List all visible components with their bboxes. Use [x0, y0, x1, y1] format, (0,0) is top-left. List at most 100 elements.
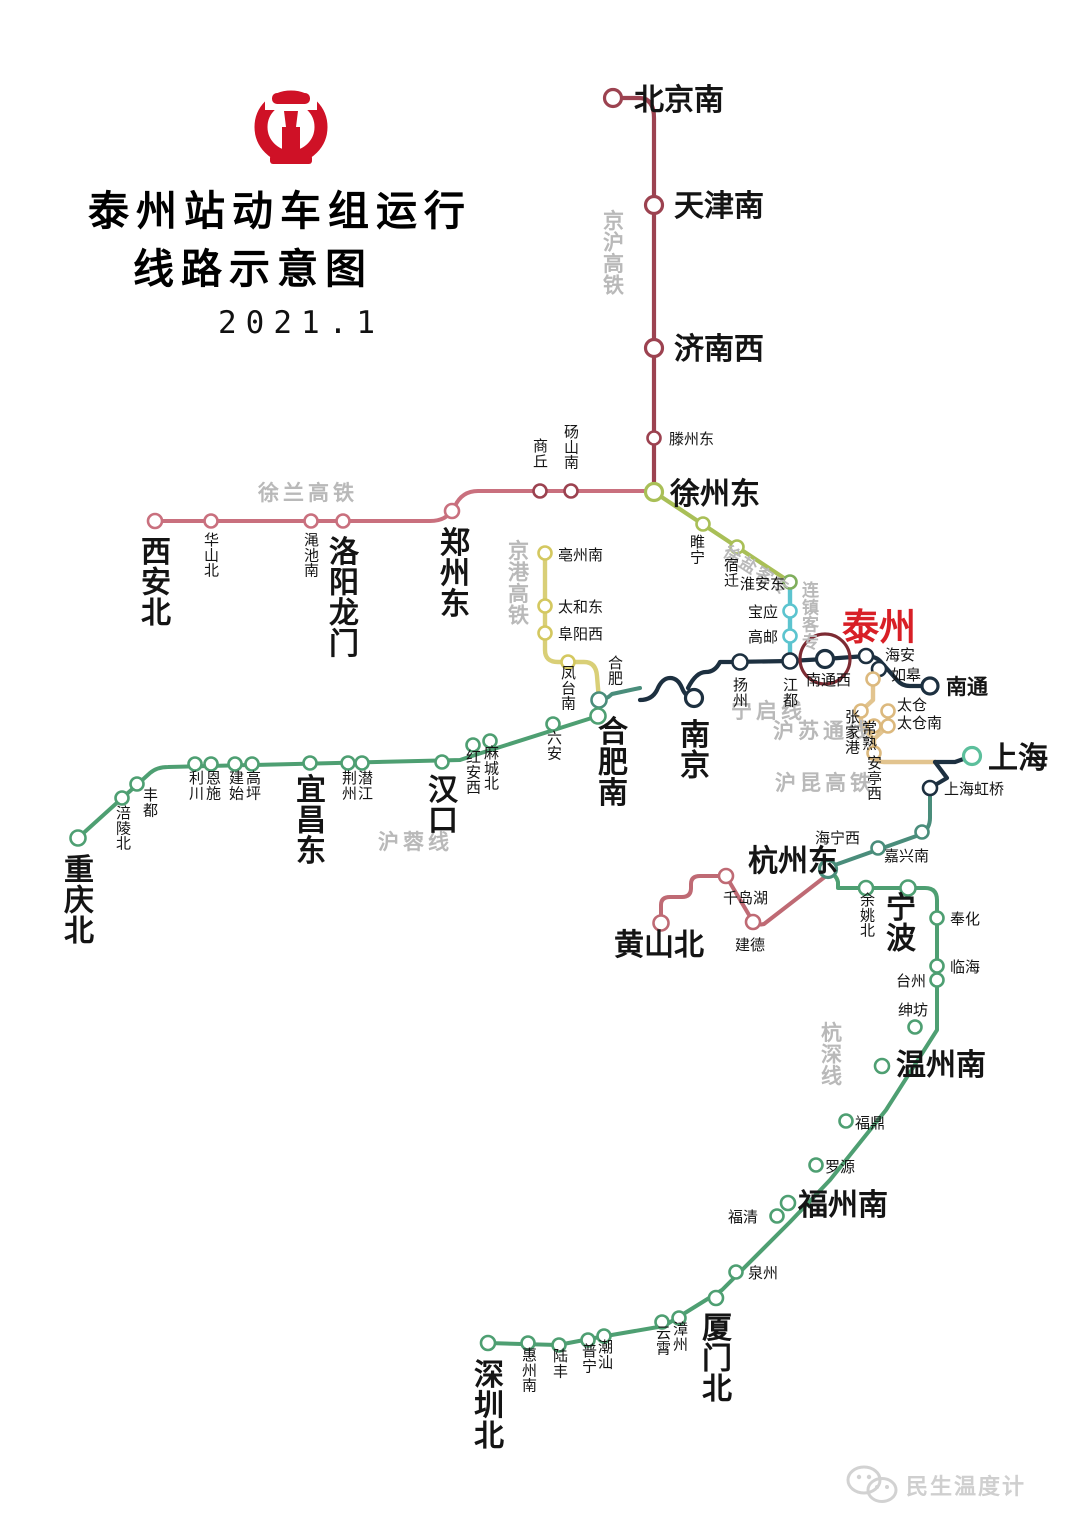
node-haian[interactable]	[857, 647, 875, 665]
node-jinanxi[interactable]	[643, 337, 665, 359]
node-taihedong[interactable]	[537, 598, 553, 614]
label-dangshannan: 砀山南	[564, 423, 579, 472]
node-luoyanglongmen[interactable]	[335, 513, 351, 529]
linename-husutong: 沪苏通线	[773, 719, 873, 743]
label-luoyanglongmen: 洛阳龙门	[329, 535, 360, 662]
node-jiangdu[interactable]	[781, 652, 799, 670]
linename-jinggang: 京港高铁	[508, 539, 533, 627]
node-huangshanbei[interactable]	[652, 914, 670, 932]
node-hankou[interactable]	[434, 754, 450, 770]
label-huangshanbei: 黄山北	[614, 928, 704, 963]
label-fulingbei: 涪陵北	[116, 804, 131, 853]
node-fuyangxi[interactable]	[537, 625, 553, 641]
node-fengtainan[interactable]	[560, 654, 576, 670]
node-fuding[interactable]	[838, 1113, 854, 1129]
node-fengdu[interactable]	[129, 776, 145, 792]
node-honganxi[interactable]	[465, 737, 481, 753]
node-ningbo[interactable]	[899, 879, 917, 897]
node-puning[interactable]	[580, 1332, 596, 1348]
node-shanghai[interactable]	[961, 745, 983, 767]
node-chaoshan[interactable]	[596, 1328, 612, 1344]
linename-lianzhen: 连镇客专	[801, 580, 821, 653]
node-fulingbei[interactable]	[114, 790, 130, 806]
node-shenzhenbei[interactable]	[479, 1334, 497, 1352]
node-bozhounan[interactable]	[537, 545, 553, 561]
node-hefei[interactable]	[590, 691, 608, 709]
node-xuzhoudong[interactable]	[643, 481, 665, 503]
node-nantongxi[interactable]	[865, 671, 881, 687]
node-hangzhoudong[interactable]	[817, 858, 839, 880]
node-jianshi[interactable]	[227, 756, 243, 772]
node-luan[interactable]	[545, 716, 561, 732]
node-fuqing[interactable]	[769, 1208, 785, 1224]
label-jiangdu: 江都	[783, 676, 798, 709]
node-machengbei[interactable]	[482, 733, 498, 749]
label-yichangdong: 宜昌东	[296, 773, 326, 869]
node-wenzhounan[interactable]	[873, 1057, 891, 1075]
label-jianshi: 建始	[229, 769, 244, 802]
page-title-line1: 泰州站动车组运行	[88, 187, 472, 235]
node-yangzhou[interactable]	[731, 653, 749, 671]
node-jingzhou[interactable]	[340, 755, 356, 771]
node-huizhounan[interactable]	[520, 1335, 536, 1351]
node-huaiandong[interactable]	[782, 574, 798, 590]
node-hefeinan[interactable]	[589, 707, 607, 725]
node-lufeng[interactable]	[551, 1337, 567, 1353]
node-fuzhounan[interactable]	[779, 1194, 797, 1212]
watermark: 民生温度计	[846, 1465, 1024, 1503]
node-zhangzhou[interactable]	[671, 1310, 687, 1326]
wechat-icon	[846, 1465, 898, 1503]
node-nanjing[interactable]	[683, 687, 705, 709]
label-fuqing: 福清	[728, 1208, 758, 1226]
node-beijingnan[interactable]	[602, 87, 624, 109]
label-yangzhou: 扬州	[733, 676, 748, 709]
label-qiandaohu: 千岛湖	[723, 889, 768, 907]
node-gaoyou[interactable]	[782, 628, 798, 644]
node-zhengzhoudong[interactable]	[443, 502, 461, 520]
label-gaoyou: 高邮	[748, 628, 778, 646]
node-quanzhou[interactable]	[728, 1264, 744, 1280]
node-jiande[interactable]	[744, 913, 762, 931]
node-linhai[interactable]	[929, 958, 945, 974]
node-shanghaihongqiao[interactable]	[921, 779, 939, 797]
node-yunxiao[interactable]	[654, 1314, 670, 1330]
node-shangqiu[interactable]	[532, 483, 548, 499]
node-mianchinan[interactable]	[303, 513, 319, 529]
node-fenghua[interactable]	[929, 910, 945, 926]
node-baoying[interactable]	[782, 603, 798, 619]
label-jiaxingnan: 嘉兴南	[884, 847, 929, 865]
node-chongqingbei[interactable]	[69, 829, 87, 847]
node-taizhou[interactable]	[814, 648, 836, 670]
node-qiandaohu[interactable]	[717, 867, 735, 885]
node-nantong[interactable]	[920, 676, 940, 696]
node-taicang[interactable]	[880, 703, 896, 719]
label-lichuan: 利川	[189, 769, 204, 802]
node-enshi[interactable]	[203, 756, 219, 772]
linename-hangshen: 杭深线	[821, 1021, 846, 1088]
label-rugao: 如皋	[891, 666, 921, 684]
node-gaoping[interactable]	[244, 756, 260, 772]
node-suqian[interactable]	[729, 539, 745, 555]
node-xiamenbei[interactable]	[707, 1289, 725, 1307]
node-yichangdong[interactable]	[302, 755, 318, 771]
node-taicangnan[interactable]	[880, 718, 896, 734]
node-suining[interactable]	[695, 516, 711, 532]
node-jiaxingnan[interactable]	[914, 824, 930, 840]
node-qianjiang[interactable]	[354, 755, 370, 771]
node-yuyaobei[interactable]	[857, 879, 875, 897]
node-zhangjiagang[interactable]	[853, 703, 869, 719]
node-lichuan[interactable]	[187, 756, 203, 772]
label-hangzhoudong: 杭州东	[748, 844, 838, 879]
node-antingxi[interactable]	[866, 745, 882, 761]
station-labels: 北京南 天津南 济南西 滕州东 徐州东 西安北 华山北 渑池南 洛阳龙门 郑州东…	[64, 83, 1048, 1454]
node-haixingxi[interactable]	[870, 840, 886, 856]
title-block: 泰州站动车组运行 线路示意图 2021.1	[88, 90, 472, 341]
node-huashanbei[interactable]	[203, 513, 219, 529]
node-dangshannan[interactable]	[563, 483, 579, 499]
node-shenfang[interactable]	[907, 1019, 923, 1035]
node-taizhou-zj[interactable]	[929, 972, 945, 988]
node-luoyuan[interactable]	[808, 1157, 824, 1173]
node-xianbei[interactable]	[146, 512, 164, 530]
node-tianjinnan[interactable]	[643, 194, 665, 216]
node-tengzhoudong[interactable]	[646, 430, 662, 446]
